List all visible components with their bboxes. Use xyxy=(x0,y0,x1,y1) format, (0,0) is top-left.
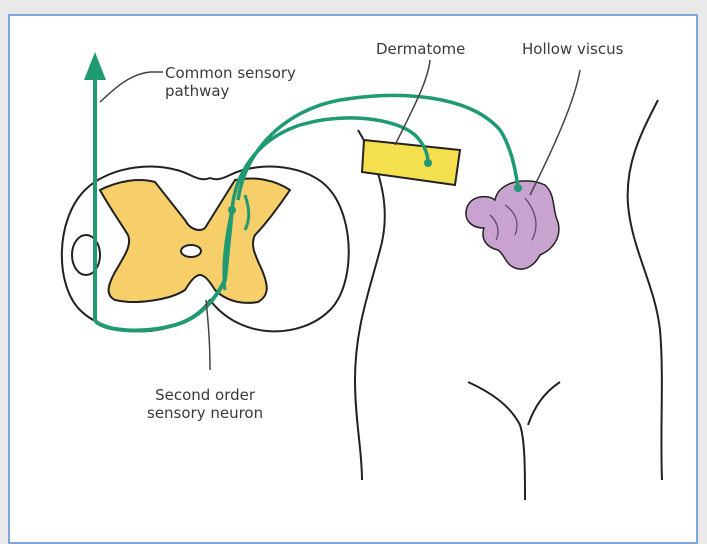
pathway-arrowhead xyxy=(84,52,106,80)
label-common-line1: Common sensory xyxy=(165,64,296,82)
label-second-order-neuron: Second order sensory neuron xyxy=(147,386,263,422)
dermatome-receptor xyxy=(424,159,432,167)
viscus-receptor xyxy=(514,184,522,192)
leader-second-order xyxy=(206,300,210,370)
label-dermatome: Dermatome xyxy=(376,40,465,58)
leader-viscus xyxy=(530,70,580,195)
label-second-line1: Second order xyxy=(147,386,263,404)
dermatome-band xyxy=(362,140,460,185)
hollow-viscus xyxy=(466,181,559,269)
label-second-line2: sensory neuron xyxy=(147,404,263,422)
body-outline-right xyxy=(628,100,662,480)
body-outline-left xyxy=(355,130,385,480)
groin-outline xyxy=(468,382,560,500)
label-common-line2: pathway xyxy=(165,82,296,100)
label-hollow-viscus: Hollow viscus xyxy=(522,40,623,58)
synapse-dot xyxy=(228,206,236,214)
leader-common xyxy=(100,72,163,102)
central-canal xyxy=(181,245,201,257)
label-common-sensory-pathway: Common sensory pathway xyxy=(165,64,296,100)
